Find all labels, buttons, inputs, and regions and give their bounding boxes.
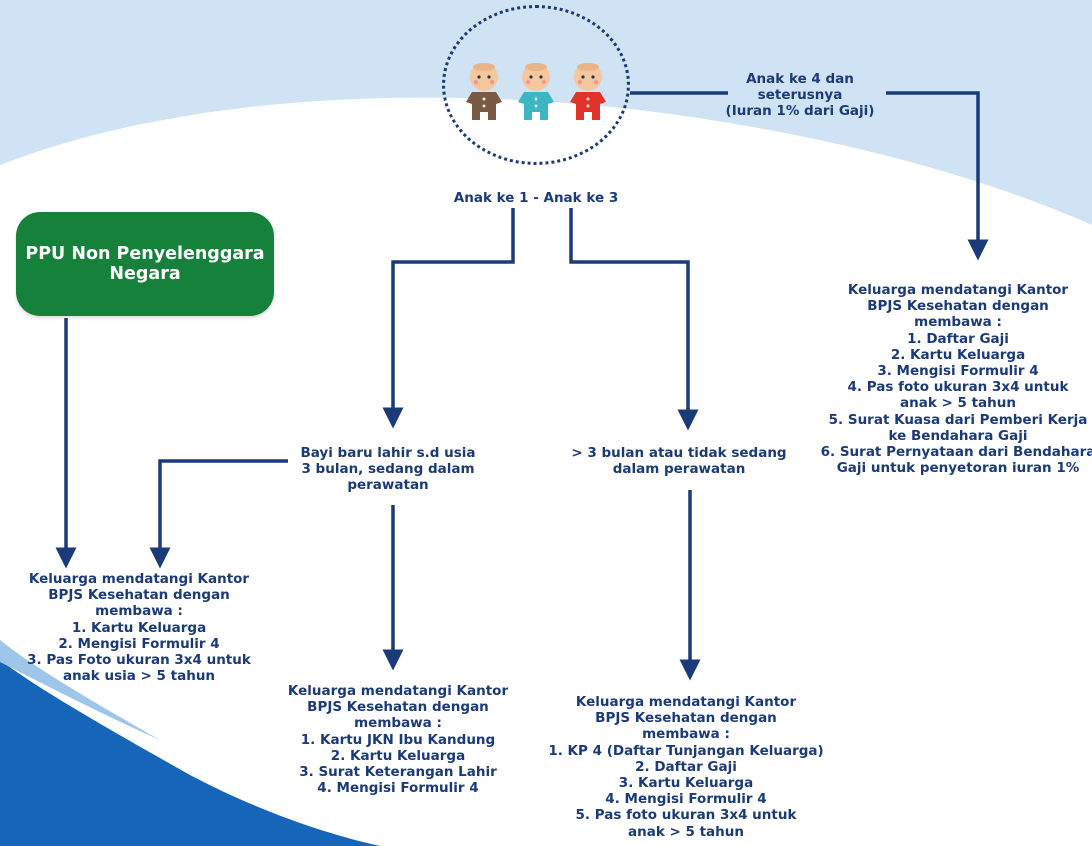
list-line: 4. Mengisi Formulir 4: [317, 780, 479, 797]
arrow-anak13-to-gt3: [569, 208, 699, 431]
anak4-line: (Iuran 1% dari Gaji): [725, 103, 875, 120]
ppu-non-penyelenggara-box: PPU Non Penyelenggara Negara: [16, 212, 274, 316]
babies-circle: [442, 5, 630, 165]
list-line: 2. Kartu Keluarga: [330, 747, 466, 764]
list-gt3: Keluarga mendatangi Kantor BPJS Kesehata…: [548, 694, 823, 840]
anak4-label: Anak ke 4 dan seterusnya (Iuran 1% dari …: [726, 71, 875, 120]
list-line: BPJS Kesehatan dengan: [307, 699, 489, 716]
anak13-label: Anak ke 1 - Anak ke 3: [454, 190, 618, 206]
list-anak4: Keluarga mendatangi Kantor BPJS Kesehata…: [821, 282, 1092, 476]
list-line: membawa :: [914, 314, 1002, 331]
list-ppu: Keluarga mendatangi Kantor BPJS Kesehata…: [27, 571, 251, 684]
baby-brown-icon: [466, 63, 502, 120]
list-line: Keluarga mendatangi Kantor: [575, 694, 797, 710]
list-line: 1. KP 4 (Daftar Tunjangan Keluarga): [548, 742, 824, 759]
list-line: Keluarga mendatangi Kantor: [847, 282, 1069, 298]
list-line: 1. Daftar Gaji: [907, 330, 1009, 347]
bayi-line: 3 bulan, sedang dalam: [301, 461, 475, 478]
list-line: 3. Mengisi Formulir 4: [877, 363, 1039, 380]
list-line: BPJS Kesehatan dengan: [595, 710, 777, 727]
list-line: 6. Surat Pernyataan dari Bendahara: [820, 444, 1092, 461]
list-line: 3. Kartu Keluarga: [618, 775, 754, 792]
list-line: anak usia > 5 tahun: [62, 668, 216, 685]
list-line: membawa :: [95, 603, 183, 620]
list-line: 5. Pas foto ukuran 3x4 untuk: [575, 807, 797, 824]
list-line: 2. Mengisi Formulir 4: [58, 635, 220, 652]
list-line: BPJS Kesehatan dengan: [48, 587, 230, 604]
ppu-box-label: PPU Non Penyelenggara Negara: [25, 244, 265, 284]
baby-cyan-icon: [518, 63, 554, 120]
list-line: 4. Mengisi Formulir 4: [605, 791, 767, 808]
list-bayi: Keluarga mendatangi Kantor BPJS Kesehata…: [288, 683, 508, 796]
list-line: 5. Surat Kuasa dari Pemberi Kerja: [828, 411, 1088, 428]
list-line: Gaji untuk penyetoran iuran 1%: [836, 460, 1080, 477]
list-line: Keluarga mendatangi Kantor: [28, 571, 250, 587]
baby-red-icon: [570, 63, 606, 120]
bayi-line: Bayi baru lahir s.d usia: [300, 445, 476, 461]
list-line: anak > 5 tahun: [899, 395, 1016, 412]
arrow-anak4-to-list: [886, 91, 989, 261]
list-line: 1. Kartu JKN Ibu Kandung: [300, 731, 496, 748]
gt3-line: > 3 bulan atau tidak sedang: [571, 445, 787, 461]
arrow-bayi-to-ppu-list: [149, 459, 288, 569]
list-line: anak > 5 tahun: [627, 823, 745, 840]
anak4-line: Anak ke 4 dan: [746, 71, 854, 87]
bayi-label: Bayi baru lahir s.d usia 3 bulan, sedang…: [300, 445, 475, 494]
list-line: 2. Daftar Gaji: [635, 758, 737, 775]
list-line: 3. Surat Keterangan Lahir: [299, 764, 497, 781]
list-line: membawa :: [354, 715, 442, 732]
gt3-line: dalam perawatan: [612, 461, 746, 478]
bayi-line: perawatan: [347, 477, 429, 494]
gt3-label: > 3 bulan atau tidak sedang dalam perawa…: [571, 445, 786, 477]
anak4-line: seterusnya: [757, 87, 843, 104]
arrow-anak13-to-bayi: [382, 208, 515, 429]
list-line: Keluarga mendatangi Kantor: [287, 683, 509, 699]
list-line: 3. Pas Foto ukuran 3x4 untuk: [27, 652, 251, 669]
list-line: membawa :: [642, 726, 730, 743]
anak13-line: Anak ke 1 - Anak ke 3: [453, 190, 619, 206]
list-line: 2. Kartu Keluarga: [890, 346, 1026, 363]
list-line: ke Bendahara Gaji: [888, 427, 1028, 444]
list-line: 4. Pas foto ukuran 3x4 untuk: [847, 379, 1069, 396]
list-line: 1. Kartu Keluarga: [71, 619, 207, 636]
list-line: BPJS Kesehatan dengan: [867, 298, 1049, 315]
